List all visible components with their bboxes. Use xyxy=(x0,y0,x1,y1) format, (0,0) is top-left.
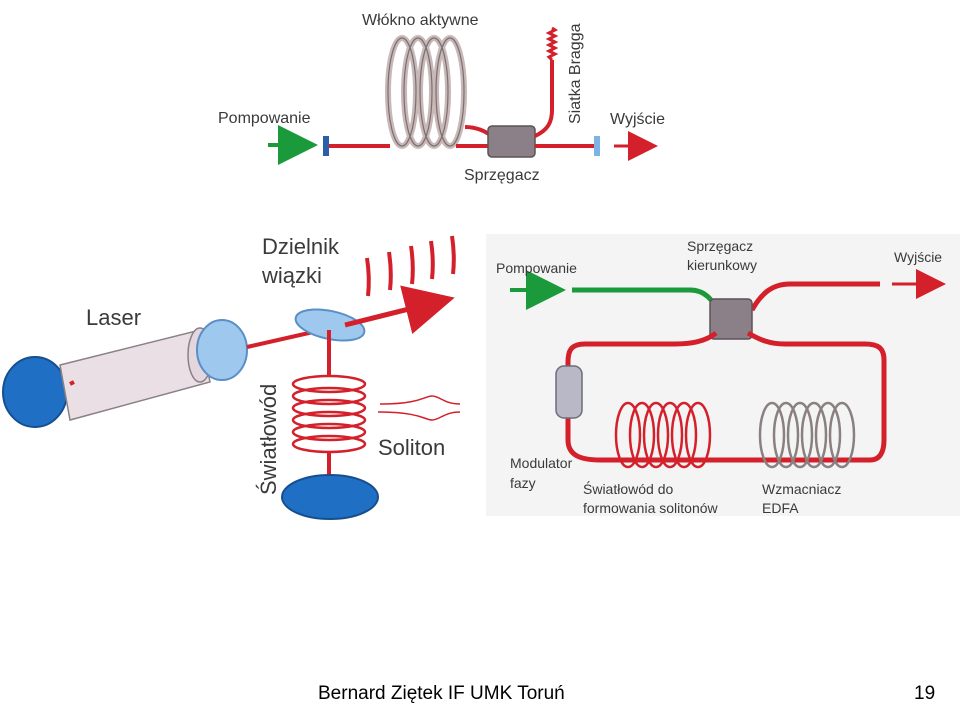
label-amplifier-2: EDFA xyxy=(762,500,799,516)
fiber-to-grating xyxy=(534,60,554,138)
laser-tube xyxy=(59,329,211,421)
bragg-grating xyxy=(545,26,559,62)
output-beam-arrow xyxy=(344,285,455,334)
label-active-fiber: Włókno aktywne xyxy=(362,12,479,29)
page-number: 19 xyxy=(914,683,936,704)
label-pumping: Pompowanie xyxy=(218,110,311,127)
ring-laser-diagram: Pompowanie Sprzęgacz kierunkowy Wyjście … xyxy=(486,234,960,516)
phase-modulator xyxy=(555,365,583,419)
output-fiber xyxy=(749,281,880,312)
label-beam-splitter-1: Dzielnik xyxy=(262,234,340,259)
input-mirror xyxy=(323,136,329,156)
label-soliton-fiber-1: Światłowód do xyxy=(583,480,673,497)
directional-coupler xyxy=(709,298,753,340)
ring-fiber xyxy=(565,330,887,463)
edfa-coil xyxy=(758,401,856,469)
rear-mirror xyxy=(2,356,68,428)
footer-author: Bernard Ziętek IF UMK Toruń xyxy=(318,683,565,704)
label-beam-splitter-2: wiązki xyxy=(261,263,322,288)
label-soliton-fiber-2: formowania solitonów xyxy=(583,500,719,516)
label-output-right: Wyjście xyxy=(894,249,942,265)
soliton-laser-diagram: Laser Dzielnik wiązki Soliton Światłowód xyxy=(2,234,461,520)
label-amplifier-1: Wzmacniacz xyxy=(762,481,841,497)
soliton-pulse-icon xyxy=(377,395,461,421)
active-fiber-coil xyxy=(385,35,467,149)
fiber-coil xyxy=(291,374,367,454)
label-fiber: Światłowód xyxy=(256,384,281,495)
soliton-fiber-coil xyxy=(614,401,712,469)
pulse-train xyxy=(365,235,456,297)
label-coupler-1: Sprzęgacz xyxy=(687,238,753,254)
output-mirror xyxy=(594,136,600,156)
label-pumping-right: Pompowanie xyxy=(496,260,577,276)
label-coupler: Sprzęgacz xyxy=(464,167,540,184)
label-modulator-2: fazy xyxy=(510,475,536,491)
front-mirror xyxy=(196,319,248,381)
label-laser: Laser xyxy=(86,305,141,330)
label-soliton: Soliton xyxy=(378,435,445,460)
bottom-mirror xyxy=(281,474,379,520)
label-coupler-2: kierunkowy xyxy=(687,257,757,273)
coupler-box xyxy=(487,125,536,158)
beam-inside-laser xyxy=(69,380,75,386)
label-output: Wyjście xyxy=(610,111,665,128)
label-modulator-1: Modulator xyxy=(510,455,573,471)
label-bragg-grating: Siatka Bragga xyxy=(567,23,584,124)
fiber-laser-diagram: Włókno aktywne Pompowanie Wyjście Sprzęg… xyxy=(218,12,665,184)
